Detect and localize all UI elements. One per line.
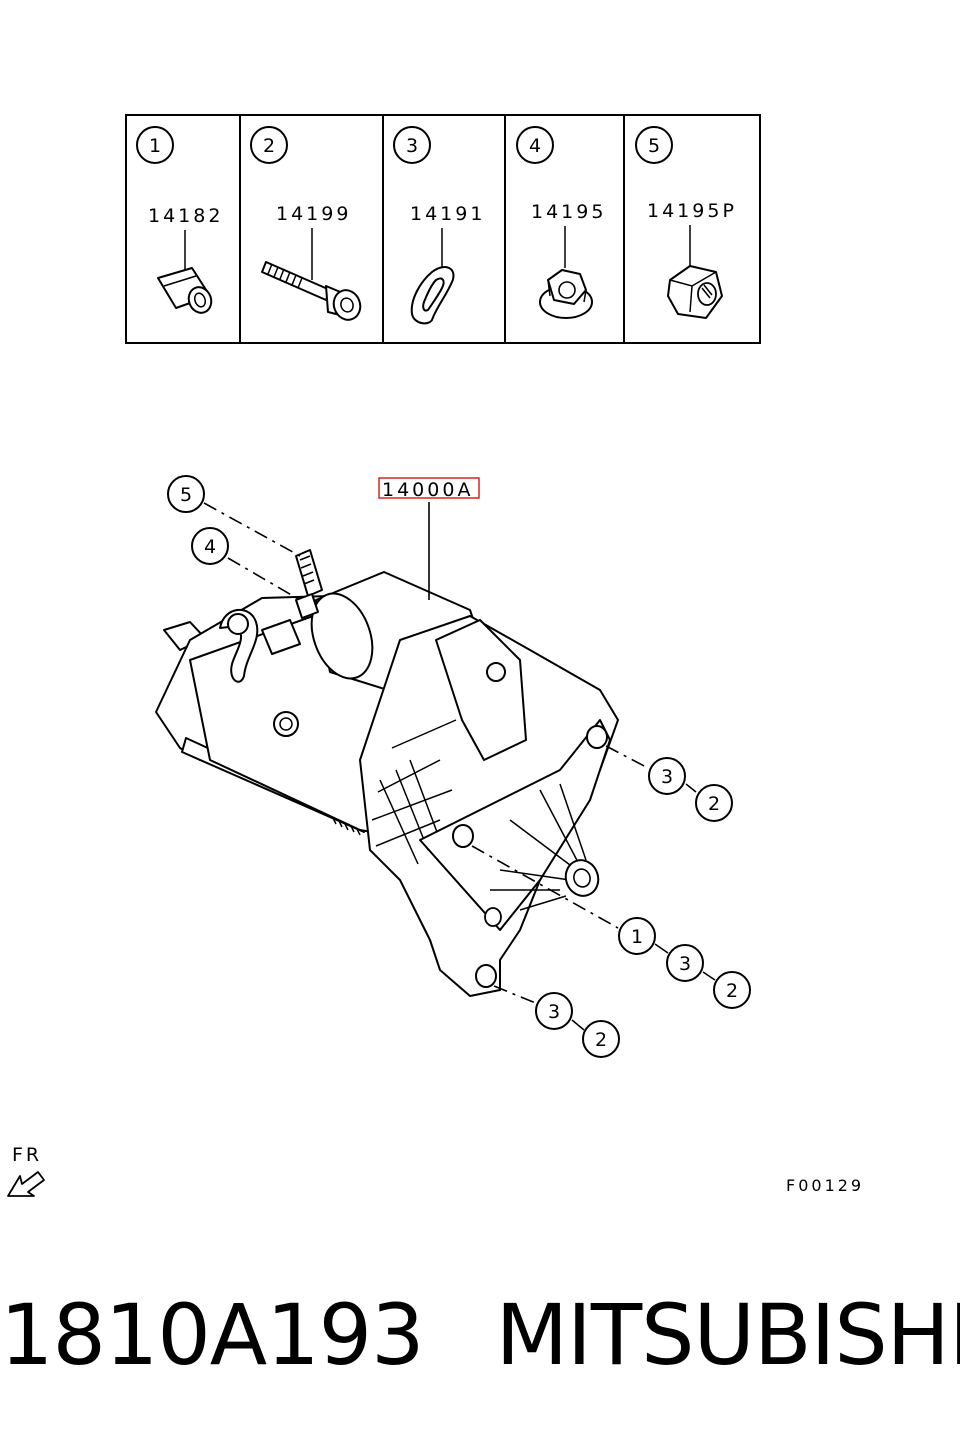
legend-index-1: 1	[149, 135, 161, 157]
legend-index-4: 4	[529, 135, 541, 157]
legend-part-no-5: 14195P	[647, 200, 737, 222]
svg-text:4: 4	[204, 536, 216, 558]
callout-3-bottom: 3	[535, 992, 573, 1030]
caption-part-number: 1810A193	[0, 1286, 425, 1384]
main-part-label: 14000A	[378, 477, 480, 600]
callout-2-center: 2	[713, 971, 751, 1009]
callout-4-top: 4	[191, 527, 229, 565]
legend-table: 1 14182 2 14199	[125, 114, 761, 344]
legend-cell-2: 2 14199	[250, 126, 362, 321]
legend-cell-3: 3 14191	[393, 126, 485, 325]
legend-part-no-2: 14199	[276, 203, 351, 225]
curved-washer-icon	[410, 266, 455, 325]
callout-2-bottom: 2	[582, 1020, 620, 1058]
svg-text:1: 1	[631, 926, 643, 948]
svg-text:2: 2	[708, 793, 720, 815]
legend-cell-1: 1 14182	[136, 126, 223, 314]
legend-index-5: 5	[648, 135, 660, 157]
product-caption: 1810A193 MITSUBISHI	[0, 1285, 960, 1385]
callout-3-center: 3	[666, 944, 704, 982]
svg-text:2: 2	[726, 980, 738, 1002]
hex-nut-icon	[667, 265, 723, 319]
legend-part-no-4: 14195	[531, 201, 606, 223]
legend-part-no-3: 14191	[410, 203, 485, 225]
callout-5-top: 5	[167, 475, 205, 513]
svg-text:3: 3	[548, 1001, 560, 1023]
legend-part-no-1: 14182	[148, 205, 223, 227]
svg-text:5: 5	[180, 484, 192, 506]
main-part-no: 14000A	[382, 479, 473, 501]
front-arrow-icon	[7, 1171, 45, 1197]
figure-code: F00129	[786, 1176, 864, 1195]
caption-brand: MITSUBISHI	[495, 1286, 960, 1384]
legend-cell-4: 4 14195	[516, 126, 606, 319]
front-label: FR	[12, 1144, 42, 1166]
flange-nut-icon	[539, 269, 593, 319]
legend-index-2: 2	[263, 135, 275, 157]
callout-leaders	[203, 502, 716, 1031]
legend-cell-5: 5 14195P	[635, 126, 737, 319]
svg-text:2: 2	[595, 1029, 607, 1051]
callout-1-center: 1	[618, 917, 656, 955]
starter-motor-illustration	[155, 549, 619, 997]
callout-2-right-upper: 2	[695, 784, 733, 822]
spacer-collar-icon	[157, 267, 213, 314]
front-orientation: FR	[7, 1144, 45, 1197]
callout-3-right-upper: 3	[648, 757, 686, 795]
svg-text:3: 3	[679, 953, 691, 975]
svg-text:3: 3	[661, 766, 673, 788]
socket-head-bolt-icon	[261, 261, 362, 321]
legend-index-3: 3	[406, 135, 418, 157]
